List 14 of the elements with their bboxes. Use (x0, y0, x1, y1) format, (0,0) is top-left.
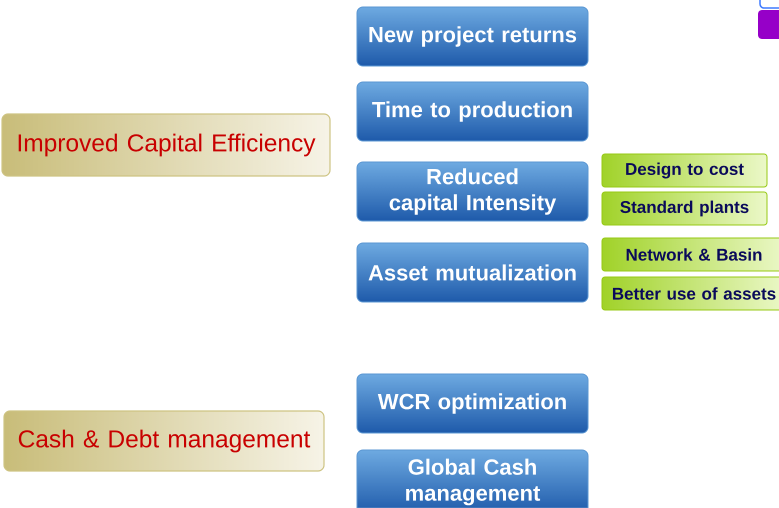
process-box: New project returns (356, 6, 588, 66)
process-box: Global Cash management (356, 450, 588, 508)
process-box: Time to production (356, 82, 588, 142)
process-box: Asset mutualization (356, 242, 588, 302)
process-box: WCR optimization (356, 374, 588, 434)
tan-box: Cash & Debt management (3, 410, 325, 472)
sub-box: Standard plants (602, 192, 768, 226)
box (758, 10, 779, 39)
sub-box: Network & Basin (602, 238, 779, 272)
box (759, 0, 779, 9)
tan-box: Improved Capital Efficiency (1, 113, 331, 177)
sub-box: Better use of assets (602, 276, 779, 310)
process-box: Reduced capital Intensity (356, 162, 588, 222)
sub-box: Design to cost (602, 154, 768, 188)
